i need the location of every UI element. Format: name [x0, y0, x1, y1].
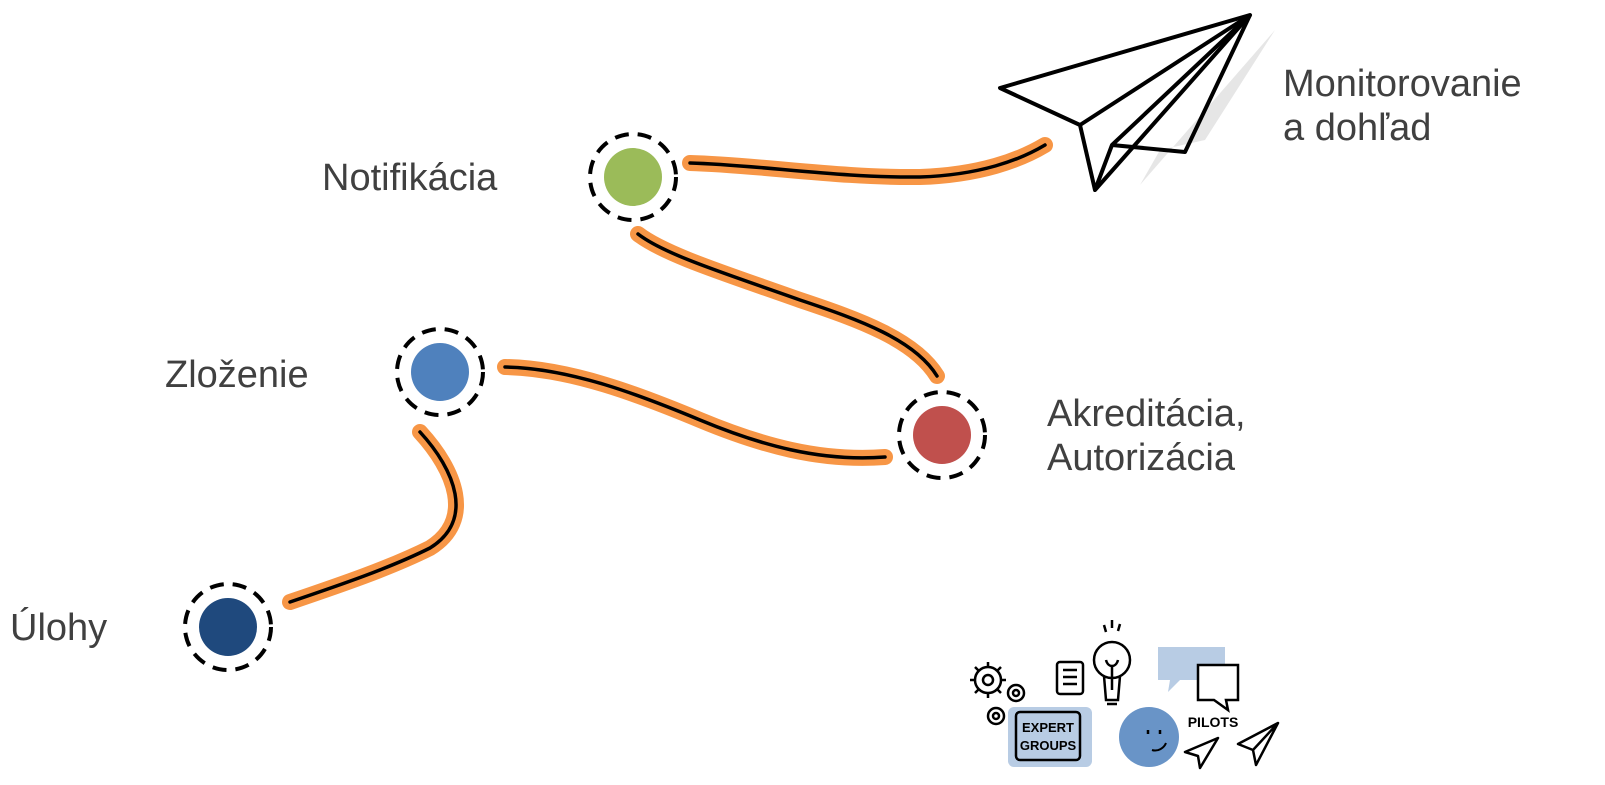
expert-groups-text-line2: GROUPS [1020, 738, 1077, 753]
step-label-monitorovanie-line1: Monitorovanie [1283, 63, 1522, 105]
pilots-text: PILOTS [1188, 714, 1239, 730]
paper-plane-icon [998, 13, 1275, 192]
expert-groups-text-line1: EXPERT [1022, 720, 1074, 735]
node-zlozenie [395, 327, 485, 417]
connector-notifikacia-monitorovanie [682, 137, 1053, 186]
node-akreditacia-dot [913, 406, 971, 464]
smiley-face-icon [1119, 707, 1179, 767]
lightbulb-icon [1092, 620, 1132, 706]
step-label-monitorovanie-line2: a dohľad [1283, 107, 1432, 149]
expert-groups-badge: EXPERT GROUPS [1008, 707, 1092, 767]
step-label-ulohy: Úlohy [10, 607, 108, 649]
connector-zlozenie-akreditacia [497, 359, 893, 466]
step-label-akreditacia: Akreditácia, Autorizácia [1047, 392, 1246, 480]
node-ulohy [183, 582, 273, 672]
step-label-notifikacia: Notifikácia [322, 157, 498, 199]
step-label-akreditacia-line2: Autorizácia [1047, 437, 1235, 479]
node-akreditacia [897, 390, 987, 480]
step-label-zlozenie: Zloženie [165, 354, 309, 396]
speech-bubble-icon [1158, 647, 1240, 713]
step-label-monitorovanie: Monitorovanie a dohľad [1283, 62, 1522, 150]
connector-akreditacia-notifikacia [630, 226, 945, 384]
document-icon [1055, 660, 1085, 696]
node-ulohy-dot [199, 598, 257, 656]
connector-ulohy-zlozenie [282, 424, 464, 610]
gears-icon [970, 662, 1026, 726]
paper-plane-small-icon [1183, 721, 1280, 770]
node-zlozenie-dot [411, 343, 469, 401]
node-notifikacia-dot [604, 148, 662, 206]
node-notifikacia [588, 132, 678, 222]
step-label-akreditacia-line1: Akreditácia, [1047, 393, 1246, 435]
illustration-group: EXPERT GROUPS PILOTS [970, 620, 1280, 770]
